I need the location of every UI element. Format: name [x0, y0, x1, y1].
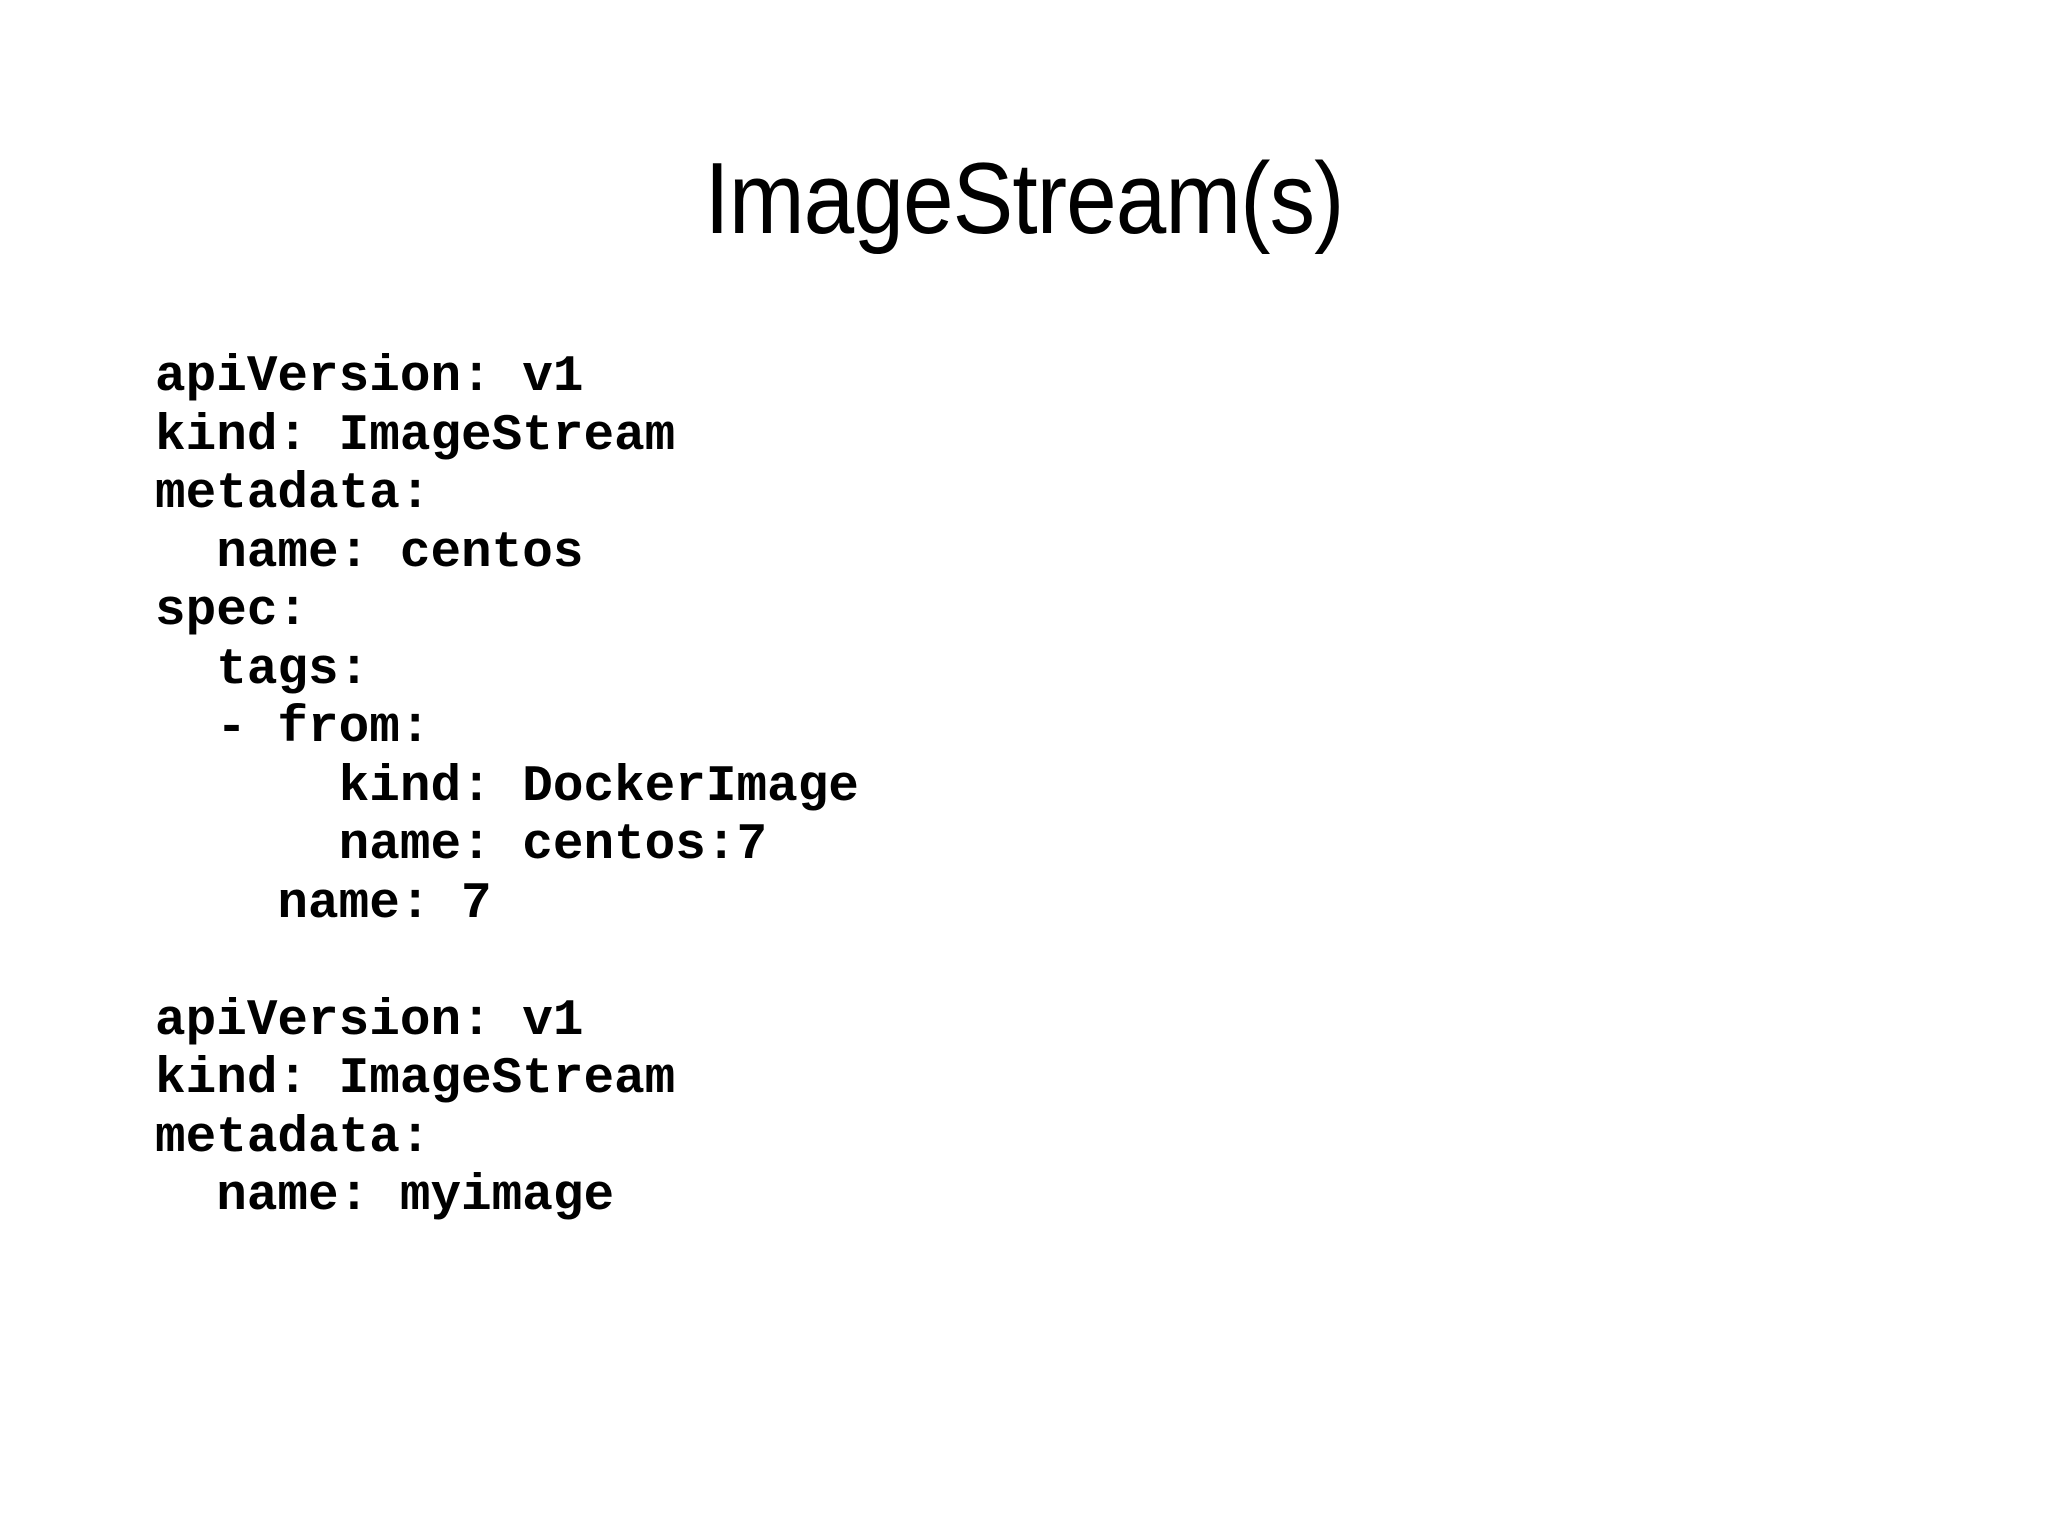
page-title: ImageStream(s) [704, 142, 1344, 255]
code-line: name: myimage [155, 1168, 615, 1225]
code-line: kind: ImageStream [155, 407, 676, 465]
code-line: apiVersion: v1 [155, 349, 584, 406]
code-line: - from: [155, 700, 431, 757]
code-line: apiVersion: v1 [155, 992, 584, 1050]
code-line: tags: [155, 641, 370, 699]
code-line: kind: ImageStream [155, 1051, 676, 1108]
code-line-blank [155, 934, 1955, 993]
code-line: name: centos:7 [155, 817, 768, 874]
code-line: metadata: [155, 1109, 431, 1167]
code-line: spec: [155, 583, 309, 640]
code-line: name: centos [155, 524, 584, 582]
code-line: name: 7 [155, 875, 492, 933]
code-line: kind: DockerImage [155, 758, 859, 816]
code-line: metadata: [155, 466, 431, 523]
